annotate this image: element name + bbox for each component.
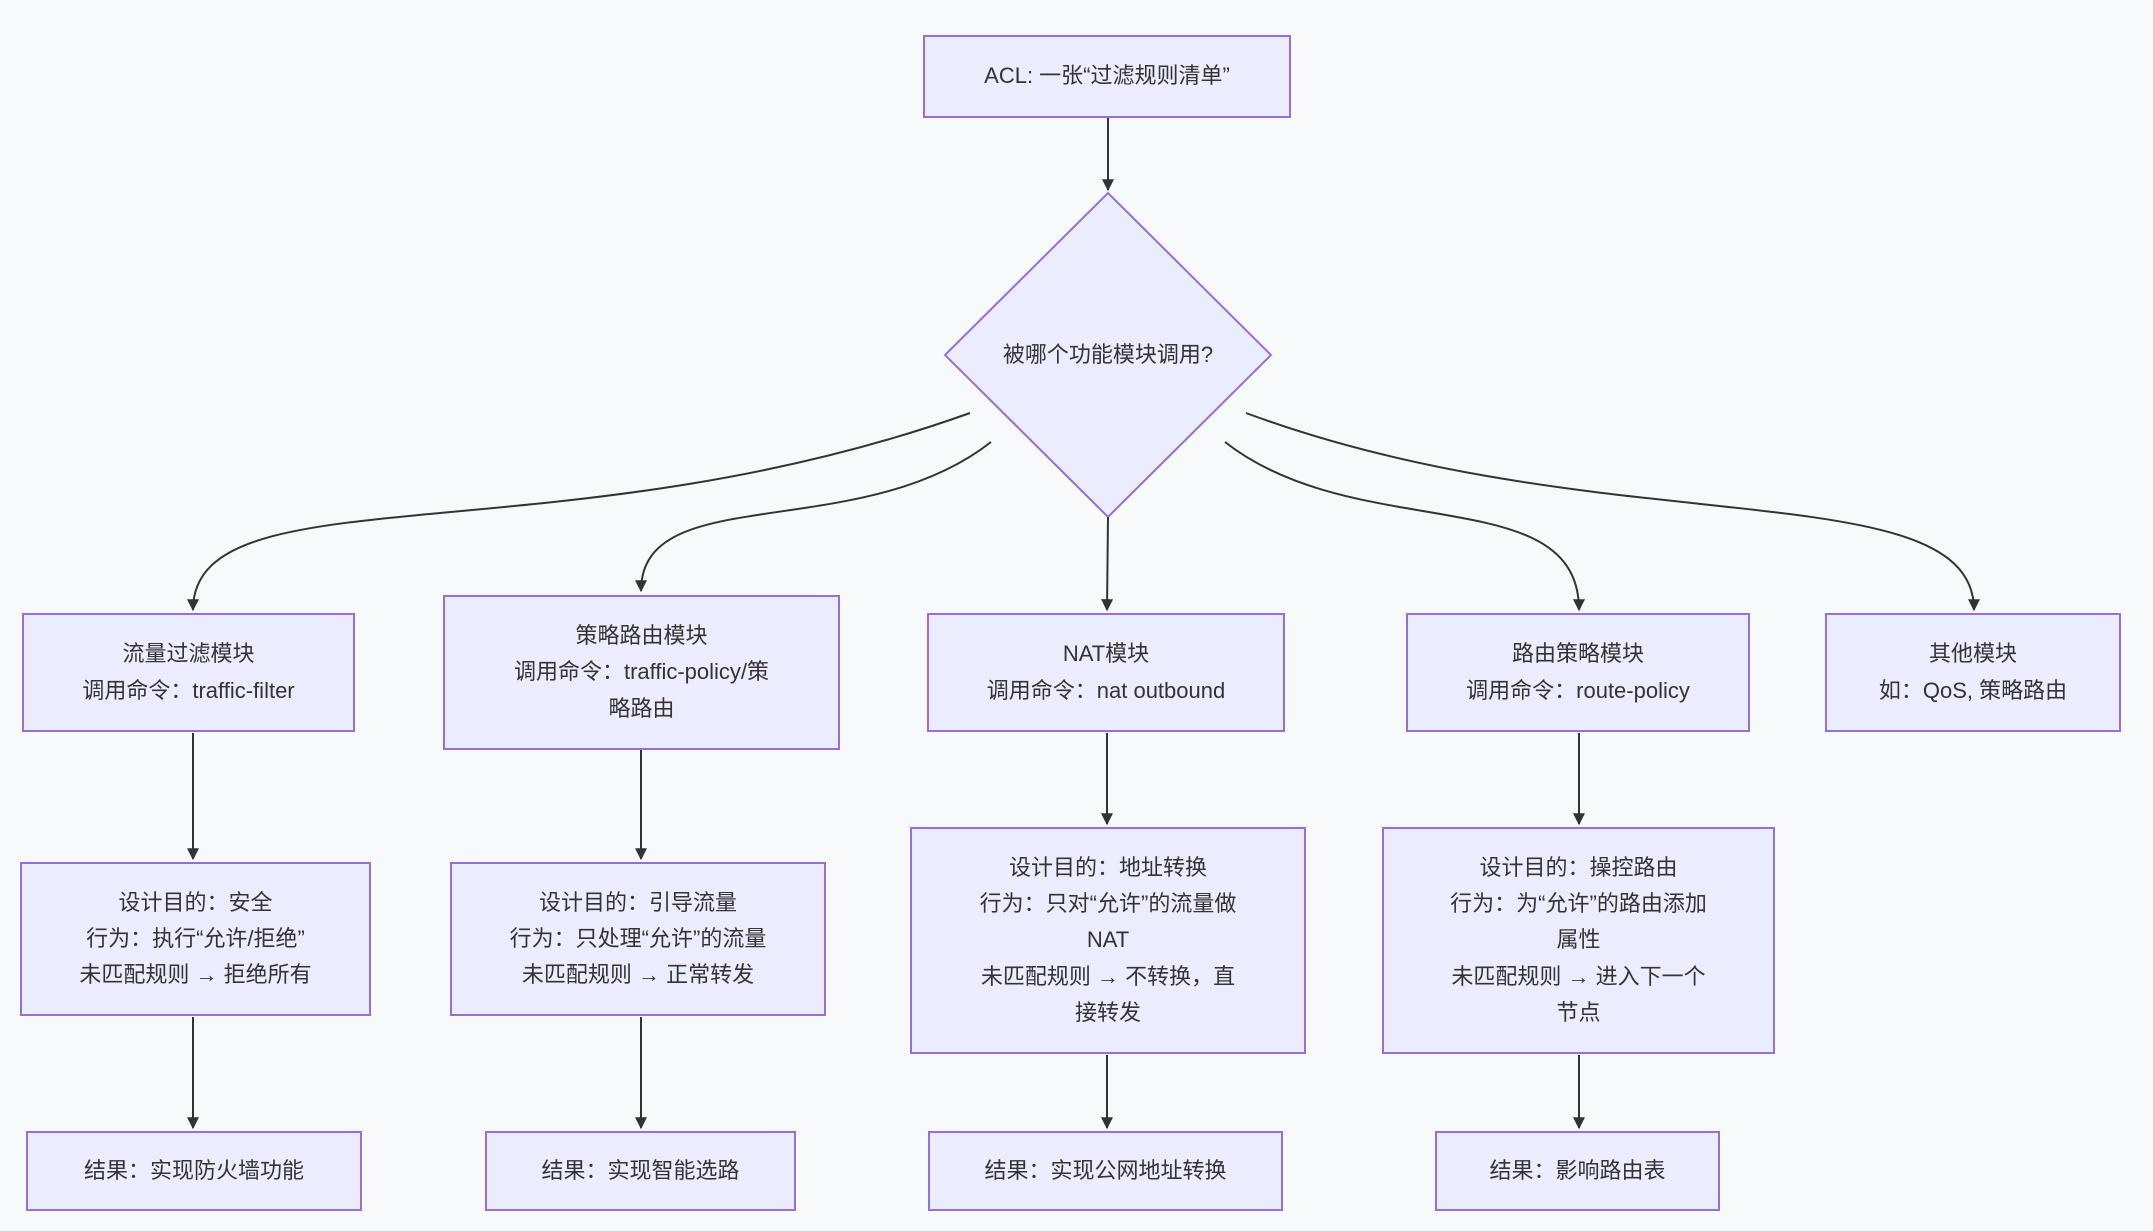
node-traffic-filter-result: 结果：实现防火墙功能: [26, 1131, 362, 1211]
node-traffic-filter-detail-label: 设计目的：安全 行为：执行“允许/拒绝” 未匹配规则 → 拒绝所有: [79, 889, 312, 988]
node-policy-route-detail: 设计目的：引导流量 行为：只处理“允许”的流量 未匹配规则 → 正常转发: [450, 862, 826, 1016]
node-policy-route-module-label: 策略路由模块 调用命令：traffic-policy/策 略路由: [513, 623, 770, 721]
node-policy-route-detail-label: 设计目的：引导流量 行为：只处理“允许”的流量 未匹配规则 → 正常转发: [509, 889, 767, 988]
node-traffic-filter-detail: 设计目的：安全 行为：执行“允许/拒绝” 未匹配规则 → 拒绝所有: [20, 862, 371, 1016]
node-nat-module: NAT模块 调用命令：nat outbound: [927, 613, 1285, 732]
node-traffic-filter-module-label: 流量过滤模块 调用命令：traffic-filter: [82, 641, 295, 703]
node-route-policy-detail-label: 设计目的：操控路由 行为：为“允许”的路由添加 属性 未匹配规则 → 进入下一个…: [1450, 854, 1707, 1025]
node-route-policy-module: 路由策略模块 调用命令：route-policy: [1406, 613, 1750, 732]
node-acl-root: ACL: 一张“过滤规则清单”: [923, 35, 1291, 118]
node-traffic-filter-result-label: 结果：实现防火墙功能: [83, 1157, 304, 1183]
node-other-module: 其他模块 如：QoS, 策略路由: [1825, 613, 2121, 732]
node-route-policy-detail: 设计目的：操控路由 行为：为“允许”的路由添加 属性 未匹配规则 → 进入下一个…: [1382, 827, 1775, 1054]
node-route-policy-module-label: 路由策略模块 调用命令：route-policy: [1466, 641, 1690, 703]
node-decision-text: 被哪个功能模块调用?: [1002, 341, 1214, 367]
node-acl-root-label: ACL: 一张“过滤规则清单”: [984, 63, 1230, 89]
node-policy-route-module: 策略路由模块 调用命令：traffic-policy/策 略路由: [443, 595, 840, 750]
edge-decision-to-route-policy: [1224, 441, 1585, 612]
node-other-module-label: 其他模块 如：QoS, 策略路由: [1878, 641, 2068, 703]
edge-decision-to-policy-route: [635, 441, 992, 593]
node-nat-detail: 设计目的：地址转换 行为：只对“允许”的流量做 NAT 未匹配规则 → 不转换，…: [910, 827, 1306, 1054]
node-route-policy-result-label: 结果：影响路由表: [1489, 1157, 1666, 1183]
node-decision-label: 被哪个功能模块调用?: [948, 325, 1268, 385]
node-policy-route-result: 结果：实现智能选路: [485, 1131, 796, 1211]
node-nat-result-label: 结果：实现公网地址转换: [984, 1157, 1227, 1183]
node-nat-module-label: NAT模块 调用命令：nat outbound: [986, 641, 1226, 703]
node-policy-route-result-label: 结果：实现智能选路: [541, 1157, 740, 1183]
node-traffic-filter-module: 流量过滤模块 调用命令：traffic-filter: [22, 613, 355, 732]
edge-decision-to-traffic-filter: [187, 412, 971, 612]
node-nat-result: 结果：实现公网地址转换: [928, 1131, 1283, 1211]
edge-decision-to-other: [1245, 412, 1980, 612]
node-nat-detail-label: 设计目的：地址转换 行为：只对“允许”的流量做 NAT 未匹配规则 → 不转换，…: [979, 854, 1237, 1025]
edge-decision-to-nat: [1101, 516, 1114, 612]
node-route-policy-result: 结果：影响路由表: [1435, 1131, 1720, 1211]
